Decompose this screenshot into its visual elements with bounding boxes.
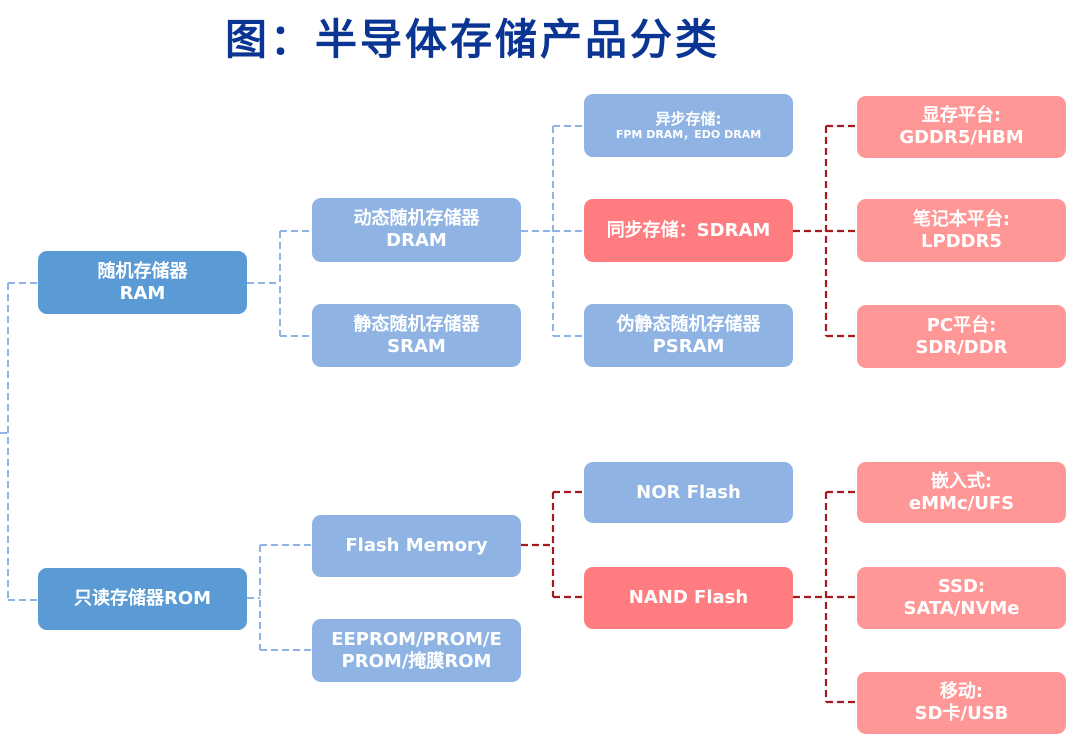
connector-ram-children	[247, 230, 312, 337]
connector-sdram-children	[793, 124, 857, 338]
node-async-label-en: FPM DRAM，EDO DRAM	[615, 127, 762, 141]
node-ram-label-en: RAM	[119, 282, 166, 304]
node-mobile-label-cn: 移动:	[939, 681, 984, 703]
node-emmc-label-cn: 嵌入式:	[930, 470, 993, 492]
node-eeprom: EEPROM/PROM/E PROM/掩膜ROM	[312, 619, 521, 682]
node-dram-label-cn: 动态随机存储器	[353, 208, 480, 230]
connector-rom-children	[247, 544, 312, 651]
node-gddr: 显存平台: GDDR5/HBM	[857, 96, 1066, 158]
node-emmc-label-en: eMMc/UFS	[908, 492, 1015, 514]
node-dram-label-en: DRAM	[386, 230, 447, 251]
node-ssd: SSD: SATA/NVMe	[857, 567, 1066, 629]
node-flash-memory-label: Flash Memory	[345, 535, 488, 557]
node-ssd-label-1: SSD:	[937, 576, 986, 598]
node-gddr-label-cn: 显存平台:	[921, 105, 1002, 127]
node-sdram-label: 同步存储：SDRAM	[606, 219, 771, 241]
node-pc-ddr: PC平台: SDR/DDR	[857, 305, 1066, 368]
node-async: 异步存储: FPM DRAM，EDO DRAM	[584, 94, 793, 157]
node-nor-flash: NOR Flash	[584, 462, 793, 523]
node-pc-ddr-label-en: SDR/DDR	[915, 336, 1008, 358]
node-eeprom-label-1: EEPROM/PROM/E	[331, 628, 502, 650]
node-emmc: 嵌入式: eMMc/UFS	[857, 462, 1066, 523]
node-sram: 静态随机存储器 SRAM	[312, 304, 521, 367]
diagram-title-wrap: 图：半导体存储产品分类	[225, 6, 720, 67]
node-sram-label-cn: 静态随机存储器	[353, 313, 480, 335]
node-async-label-cn: 异步存储:	[655, 109, 722, 128]
node-mobile-label-en: SD卡/USB	[914, 703, 1009, 724]
node-gddr-label-en: GDDR5/HBM	[899, 127, 1024, 148]
node-pc-ddr-label-cn: PC平台:	[926, 314, 997, 336]
node-sdram: 同步存储：SDRAM	[584, 199, 793, 262]
node-psram-label-cn: 伪静态随机存储器	[616, 313, 761, 335]
node-nand-flash: NAND Flash	[584, 567, 793, 629]
node-ssd-label-2: SATA/NVMe	[903, 598, 1020, 619]
node-rom-label: 只读存储器ROM	[73, 588, 212, 610]
node-lpddr-label-en: LPDDR5	[921, 230, 1002, 252]
diagram-title: 图：半导体存储产品分类	[225, 15, 721, 64]
connector-root-spine	[0, 283, 9, 600]
connector-dram-children	[521, 125, 584, 337]
node-rom: 只读存储器ROM	[38, 568, 247, 630]
connector-nand-children	[793, 490, 857, 704]
node-psram-label-en: PSRAM	[652, 335, 725, 357]
node-mobile: 移动: SD卡/USB	[857, 672, 1066, 734]
node-ram-label-cn: 随机存储器	[97, 260, 188, 282]
node-nor-flash-label: NOR Flash	[636, 481, 741, 503]
node-dram: 动态随机存储器 DRAM	[312, 198, 521, 262]
node-sram-label-en: SRAM	[387, 335, 446, 357]
node-eeprom-label-2: PROM/掩膜ROM	[341, 650, 492, 672]
node-ram: 随机存储器 RAM	[38, 251, 247, 314]
node-flash-memory: Flash Memory	[312, 515, 521, 577]
node-nand-flash-label: NAND Flash	[628, 587, 749, 609]
node-lpddr: 笔记本平台: LPDDR5	[857, 199, 1066, 262]
node-lpddr-label-cn: 笔记本平台:	[912, 208, 1011, 230]
node-psram: 伪静态随机存储器 PSRAM	[584, 304, 793, 367]
connector-flash-children	[521, 490, 584, 599]
